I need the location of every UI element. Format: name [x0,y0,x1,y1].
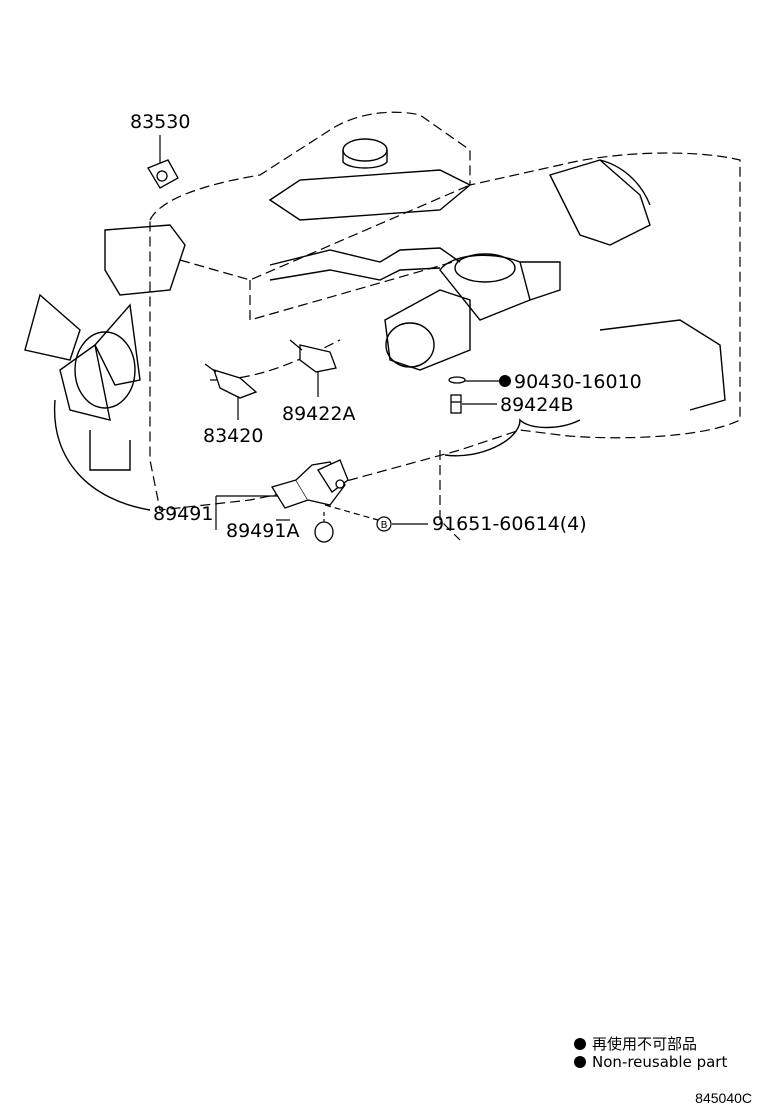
leader-lines [159,135,500,530]
bolt-b-marker: B [376,516,392,532]
engine-solid-parts [24,138,726,511]
part-89424B-sensor [450,394,462,414]
callout-90430-16010: 90430-16010 [514,371,642,393]
bolt-b-label: B [381,520,388,531]
legend-jp: 再使用不可部品 [574,1033,697,1054]
legend-en-text: Non-reusable part [592,1053,728,1071]
callout-89491A: 89491A [226,520,299,542]
legend-dot-icon [574,1056,586,1068]
callout-89422A: 89422A [282,403,355,425]
non-reusable-dot [499,375,511,387]
callout-83530: 83530 [130,111,190,133]
callout-89491: 89491 [153,503,213,525]
legend-jp-text: 再使用不可部品 [592,1035,698,1053]
callout-83420: 83420 [203,425,263,447]
part-83530-sensor [147,159,179,189]
part-89491-sensor [270,459,349,509]
diagram-code: 845040C [695,1090,752,1106]
callout-91651-60614: 91651-60614(4) [432,513,587,535]
callout-89424B: 89424B [500,394,573,416]
part-o-ring [314,521,334,543]
legend-en: Non-reusable part [574,1053,727,1071]
part-83420-sensor [204,363,258,399]
engine-outline [149,111,741,541]
legend-dot-icon [574,1038,586,1050]
part-90430-gasket [448,376,466,384]
part-89422A-sensor [289,339,337,373]
